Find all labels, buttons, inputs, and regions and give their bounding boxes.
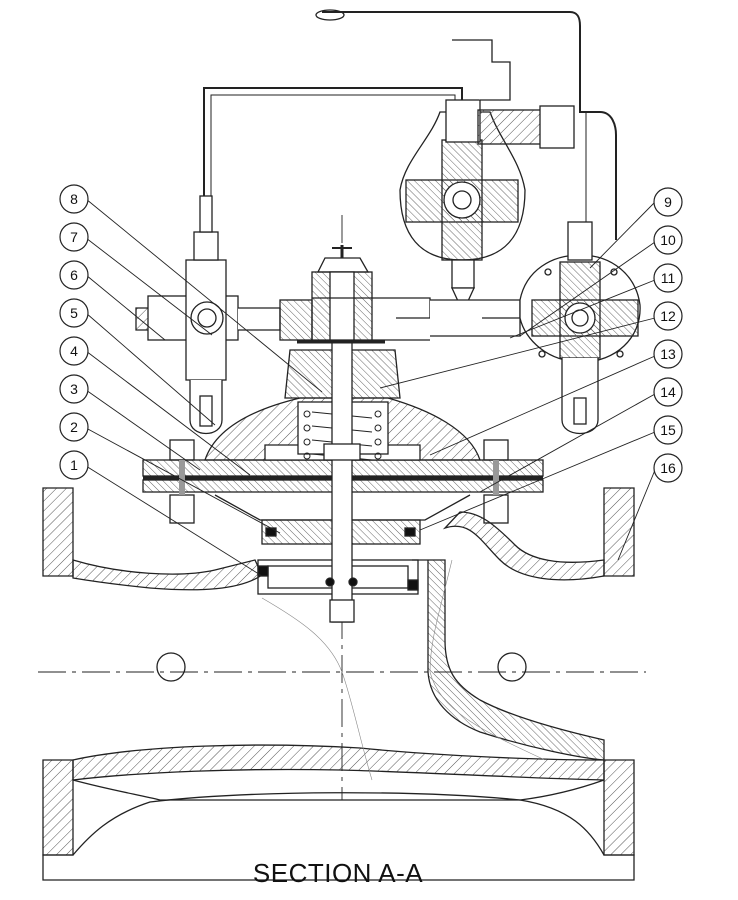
callout-number: 5 — [70, 305, 78, 321]
callout-number: 4 — [70, 343, 78, 359]
callout-13: 13 — [653, 339, 683, 369]
callout-6: 6 — [59, 260, 89, 290]
callout-9: 9 — [653, 187, 683, 217]
callout-number: 8 — [70, 191, 78, 207]
callout-16: 16 — [653, 453, 683, 483]
callout-number: 10 — [660, 232, 676, 248]
callout-number: 16 — [660, 460, 676, 476]
callout-14: 14 — [653, 377, 683, 407]
callout-number: 12 — [660, 308, 676, 324]
callout-4: 4 — [59, 336, 89, 366]
callout-number: 3 — [70, 381, 78, 397]
callout-10: 10 — [653, 225, 683, 255]
callout-number: 14 — [660, 384, 676, 400]
callout-number: 13 — [660, 346, 676, 362]
callouts-left: 8 7 6 5 4 3 2 1 — [59, 184, 89, 480]
section-caption: SECTION A-A — [252, 858, 424, 888]
callout-number: 11 — [661, 270, 676, 286]
callout-5: 5 — [59, 298, 89, 328]
callout-number: 6 — [70, 267, 78, 283]
callout-3: 3 — [59, 374, 89, 404]
callout-12: 12 — [653, 301, 683, 331]
left-pilot — [135, 87, 463, 434]
callout-2: 2 — [59, 412, 89, 442]
right-pilot — [519, 221, 641, 434]
callout-number: 15 — [660, 422, 676, 438]
center-cap — [297, 245, 385, 344]
top-pilot — [312, 9, 617, 341]
callout-number: 9 — [664, 194, 672, 210]
callout-7: 7 — [59, 222, 89, 252]
callout-number: 1 — [70, 457, 78, 473]
leader-lines — [85, 198, 656, 577]
callout-8: 8 — [59, 184, 89, 214]
callout-11: 11 — [653, 263, 683, 293]
callout-number: 2 — [70, 419, 78, 435]
valve-body — [38, 215, 646, 881]
callouts-right: 9 10 11 12 13 14 15 16 — [653, 187, 683, 483]
callout-number: 7 — [70, 229, 78, 245]
callout-15: 15 — [653, 415, 683, 445]
callout-1: 1 — [59, 450, 89, 480]
